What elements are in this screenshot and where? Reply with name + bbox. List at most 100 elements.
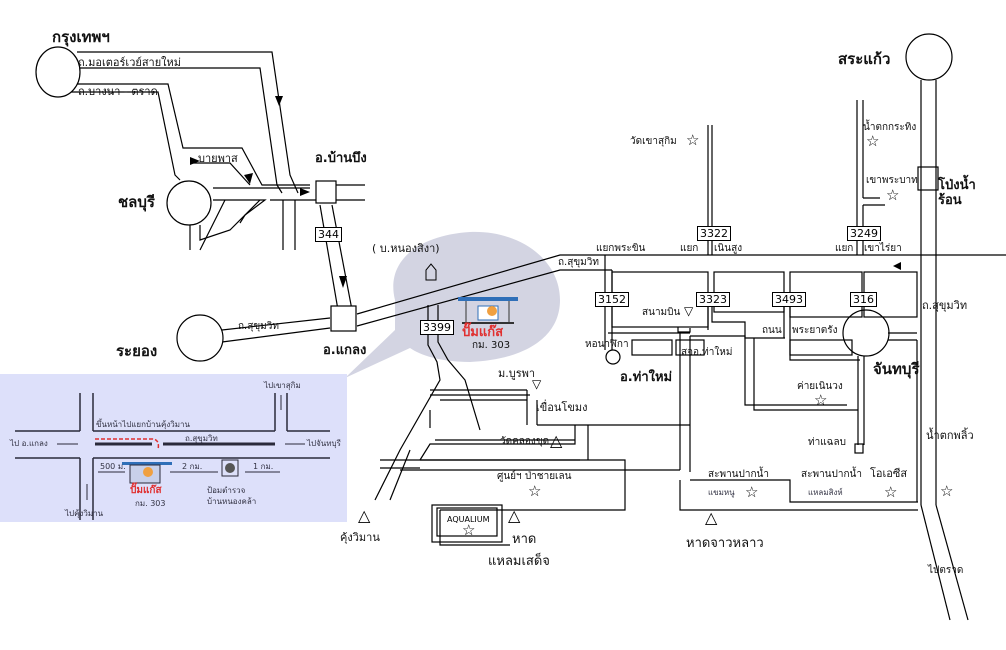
- house-icon: [425, 263, 437, 281]
- star-icon: ☆: [886, 186, 900, 204]
- station-km: กม. 303: [472, 340, 511, 351]
- inset-distance-1km: 1 กม.: [253, 462, 274, 471]
- place-khung-wiman: คุ้งวิมาน: [340, 531, 380, 544]
- inset-distance-2km: 2 กม.: [182, 462, 203, 471]
- tha-chalaep-marker: [854, 443, 864, 454]
- inset-to-klaeng: ไป อ.แกลง: [10, 439, 48, 448]
- inset-distance-arrows: [57, 395, 305, 500]
- pong-nam-ron-junction: [917, 166, 939, 191]
- star-icon: ☆: [814, 391, 828, 409]
- star-icon: ☆: [745, 483, 759, 501]
- inset-to-khung-wiman: ไปคุ้งวิมาน: [65, 509, 104, 518]
- bangkok-circle: [35, 46, 81, 98]
- ban-bueng-junction: [315, 180, 337, 204]
- sakaeo-circle: [905, 33, 953, 81]
- road-sukhumvit-east: ถ.สุขุมวิท: [922, 299, 968, 312]
- star-icon: ☆: [884, 483, 898, 501]
- district-klaeng: อ.แกลง: [323, 343, 367, 358]
- junction-boxes: [315, 166, 939, 454]
- route-3249: 3249: [847, 226, 881, 241]
- route-3493: 3493: [772, 292, 806, 307]
- place-hat: หาด: [512, 532, 537, 547]
- village-nong-sing-a: ( บ.หนองสิงา): [372, 242, 440, 255]
- place-oasis: โอเอซีส: [870, 467, 908, 480]
- chonburi-circle: [166, 180, 212, 226]
- city-chonburi: ชลบุรี: [118, 193, 155, 211]
- place-sanam-bin: สนามบิน: [642, 307, 681, 318]
- place-tha-chalaep: ท่าแฉลบ: [808, 437, 846, 448]
- place-laem-sadet: แหลมเสด็จ: [488, 554, 550, 569]
- road-bypass: บายพาส: [198, 152, 238, 165]
- junction-khao-rai-ya: เขาไร่ยา: [864, 243, 902, 254]
- inset-station-km: กม. 303: [135, 499, 166, 508]
- city-circles: [35, 33, 953, 365]
- station-logo: [458, 297, 518, 324]
- road-phra-ya-trang: พระยาตรัง: [792, 325, 838, 336]
- district-tha-mai: อ.ท่าใหม่: [620, 370, 673, 385]
- place-bridge-1: สะพานปากน้ำ: [708, 469, 769, 480]
- klaeng-junction: [330, 305, 357, 332]
- road-sukhumvit-west: ถ.สุขุมวิท: [238, 321, 279, 332]
- place-wat-khlong-khut: วัดคลองขุด: [500, 436, 550, 447]
- roads-east: [374, 80, 969, 621]
- route-3323: 3323: [696, 292, 730, 307]
- place-khao-phra-bat: เขาพระบาท: [866, 175, 918, 186]
- place-bridge-1-sub: แขมหนู: [708, 488, 735, 497]
- clock-tower-circle: [605, 349, 621, 365]
- inset-u-turn-note: ขึ้นหน้าไปแยกบ้านคุ้งวิมาน: [96, 420, 190, 429]
- star-icon: ☆: [462, 521, 476, 539]
- station-name: ปั๊มแก๊ส: [462, 325, 504, 340]
- junction-noen-sung: เนินสูง: [714, 243, 743, 254]
- city-sa-kaeo: สระแก้ว: [838, 50, 891, 68]
- place-sor-tor-tha-mai: สจอ.ท่าใหม่: [681, 347, 733, 358]
- star-icon: ☆: [528, 482, 542, 500]
- inset-to-khao-sukim: ไปเขาสุกิม: [264, 381, 301, 390]
- inset-distance-500m: 500 ม.: [100, 462, 126, 471]
- aqualium-box: [436, 507, 498, 537]
- triangle-icon: △: [550, 431, 563, 450]
- direction-to-trat: ไปตราด: [928, 565, 964, 576]
- callout-bubble: [345, 231, 560, 378]
- place-burapha-university: ม.บูรพา: [498, 367, 536, 380]
- city-rayong: ระยอง: [116, 342, 158, 360]
- star-icon: ☆: [686, 131, 700, 149]
- route-344: 344: [315, 227, 342, 242]
- star-icon: ☆: [866, 132, 880, 150]
- triangle-down-icon: ▽: [684, 304, 694, 318]
- pong-nam-ron-label: โป่งน้ำ ร้อน: [938, 178, 976, 208]
- inset-panel: [0, 374, 347, 522]
- triangle-icon: △: [358, 506, 371, 525]
- triangle-icon: △: [508, 506, 521, 525]
- junction-label-2: แยก: [835, 243, 854, 254]
- city-bangkok: กรุงเทพฯ: [52, 28, 110, 46]
- triangle-icon: △: [705, 508, 718, 527]
- place-aqualium: AQUALIUM: [447, 515, 490, 524]
- inset-road-name: ถ.สุขุมวิท: [185, 434, 218, 443]
- road-thanon: ถนน: [762, 325, 782, 336]
- place-bridge-2: สะพานปากน้ำ: [801, 469, 862, 480]
- place-mangrove-center: ศูนย์ฯ ป่าชายเลน: [497, 471, 572, 482]
- place-hat-chao-lao: หาดจาวหลาว: [686, 536, 764, 551]
- route-3152: 3152: [595, 292, 629, 307]
- place-bridge-2-sub: แหลมสิงห์: [808, 488, 843, 497]
- road-sukhumvit-mid: ถ.สุขุมวิท: [558, 257, 599, 268]
- junction-phra-khin: แยกพระขิน: [596, 243, 646, 254]
- place-wat-khao-sukim: วัดเขาสุกิม: [630, 136, 677, 147]
- inset-to-chanthaburi: ไปจันทบุรี: [307, 439, 341, 448]
- district-ban-bueng: อ.บ้านบึง: [315, 151, 367, 166]
- city-chanthaburi: จันทบุรี: [873, 360, 920, 378]
- inset-station-graphic: [122, 462, 172, 484]
- inset-roads: [15, 393, 330, 520]
- inset-police-checkpoint: ป้อมตำรวจ บ้านหนองคล้า: [207, 486, 257, 506]
- place-clock-tower: หอนาฬิกา: [585, 339, 629, 350]
- route-3322: 3322: [697, 226, 731, 241]
- rayong-circle: [176, 314, 224, 362]
- direction-arrows: [190, 48, 930, 288]
- u-turn-route: [95, 438, 160, 451]
- road-motorway: ถ.มอเตอร์เวย์สายใหม่: [78, 56, 182, 69]
- inset-station-name: ปั๊มแก๊ส: [130, 485, 162, 496]
- place-khai-noen-wong: ค่ายเนินวง: [797, 381, 843, 392]
- road-bangna-trat: ถ.บางนา - ตราด: [78, 85, 158, 98]
- place-namtok-krathing: น้ำตกกระทิง: [863, 122, 917, 133]
